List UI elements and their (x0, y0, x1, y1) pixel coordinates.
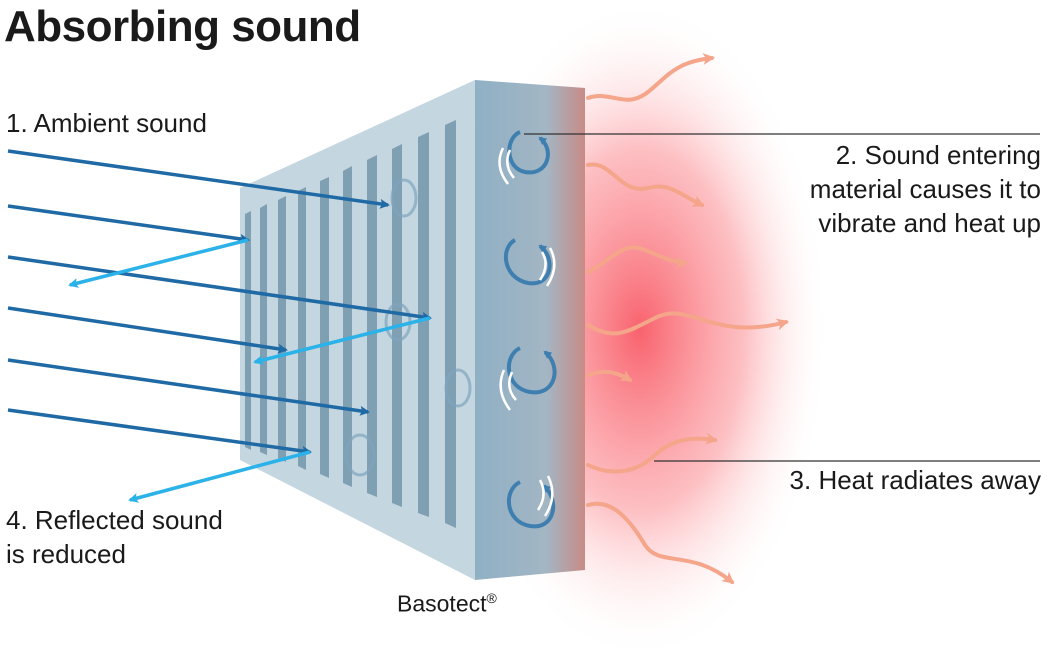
label-entering-line3: vibrate and heat up (818, 208, 1041, 238)
label-ambient-sound: 1. Ambient sound (6, 106, 207, 140)
label-heat-text: 3. Heat radiates away (789, 465, 1041, 495)
panel-slots (245, 120, 456, 528)
reflected-sound-arrows (68, 238, 431, 503)
reflected-arrow (68, 238, 249, 288)
heat-arrow (586, 162, 705, 207)
panel-side-face (475, 80, 585, 580)
label-reflected-line1: 4. Reflected sound (6, 505, 223, 535)
label-heat-radiates: 3. Heat radiates away (790, 463, 1041, 497)
incoming-arrow (7, 306, 288, 354)
heat-arrow (586, 245, 688, 274)
label-sound-entering: 2. Sound entering material causes it to … (810, 138, 1041, 240)
heat-arrow (586, 501, 735, 584)
label-reflected-sound: 4. Reflected sound is reduced (6, 503, 223, 571)
label-entering-line1: 2. Sound entering (835, 140, 1041, 170)
reflected-arrow (253, 316, 431, 365)
diagram-title: Absorbing sound (4, 2, 361, 51)
material-name: Basotect (397, 590, 487, 617)
heat-arrow (586, 369, 633, 382)
reflected-arrow (128, 450, 311, 503)
incoming-arrow (7, 149, 390, 209)
incoming-arrow (7, 255, 432, 322)
heat-arrow (586, 432, 718, 474)
label-reflected-line2: is reduced (6, 539, 126, 569)
label-ambient-text: 1. Ambient sound (6, 108, 207, 138)
side-wave-marks (498, 147, 556, 517)
heat-arrow (586, 311, 789, 336)
registered-mark: ® (486, 590, 497, 606)
heat-arrow (586, 53, 715, 102)
incoming-arrow (7, 408, 312, 456)
incoming-arrow (7, 204, 250, 244)
incoming-sound-arrows (7, 149, 432, 456)
heat-arrows (586, 53, 789, 584)
incoming-arrow (7, 358, 370, 416)
material-brand-label: Basotect® (397, 590, 497, 618)
side-vibration-curls (504, 130, 557, 529)
label-entering-line2: material causes it to (809, 174, 1041, 204)
panel-front-face (240, 80, 475, 580)
